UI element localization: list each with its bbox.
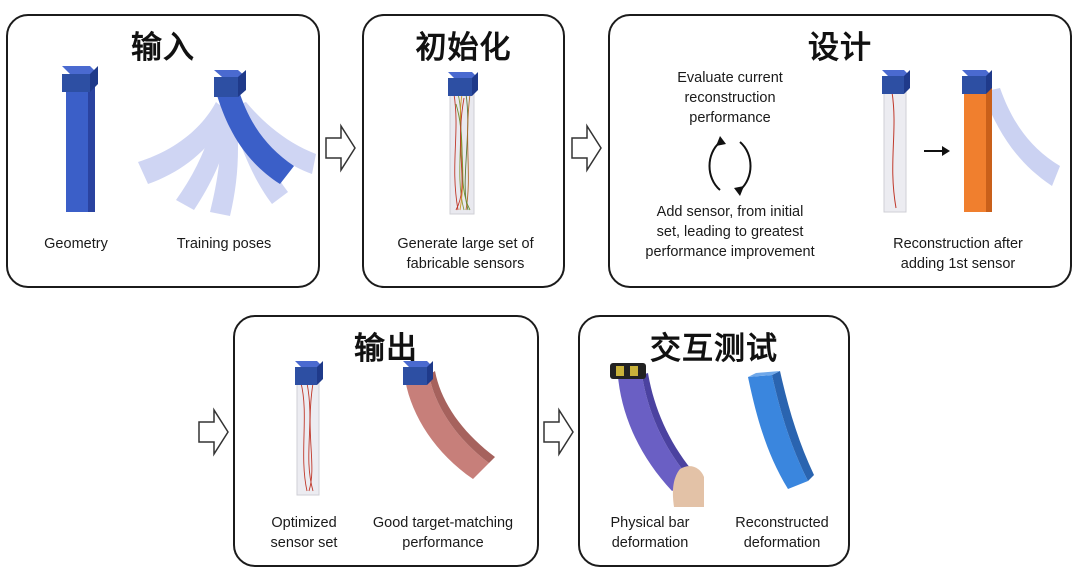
single-sensor-bar-illustration [882, 70, 910, 213]
caption-add-line2: set, leading to greatest [656, 224, 804, 240]
training-poses-illustration [138, 70, 316, 216]
geometry-bar-illustration [62, 66, 98, 212]
panel-title-init: 初始化 [415, 30, 512, 66]
caption-evaluate-line3: performance [689, 110, 771, 126]
caption-add-line1: Add sensor, from initial [656, 204, 804, 220]
caption-training-poses: Training poses [176, 236, 272, 252]
panel-output: 输出 Optimized sensor set Good target-matc… [233, 315, 539, 567]
panel-title-design: 设计 [808, 30, 872, 66]
sensor-bundle-illustration [448, 72, 478, 215]
caption-recon-line2: adding 1st sensor [900, 256, 1016, 272]
caption-reconstructed-line2: deformation [743, 535, 821, 551]
reconstruction-bars-illustration [962, 70, 1060, 212]
caption-evaluate-line2: reconstruction [684, 90, 776, 106]
panel-title-input: 输入 [131, 30, 195, 66]
caption-generate-line1: Generate large set of [397, 236, 534, 252]
target-matching-bend-illustration [403, 361, 495, 479]
reconstructed-bar-illustration [748, 371, 814, 489]
caption-optimized-line2: sensor set [270, 535, 338, 551]
panel-title-test: 交互测试 [650, 331, 778, 367]
hollow-right-arrow-icon [571, 123, 602, 173]
caption-recon-line1: Reconstruction after [893, 236, 1023, 252]
caption-reconstructed-line1: Reconstructed [735, 515, 829, 531]
caption-generate-line2: fabricable sensors [406, 256, 525, 272]
caption-good-line2: performance [402, 535, 484, 551]
cycle-arrow-icon [708, 136, 752, 196]
caption-good-line1: Good target-matching [372, 515, 514, 531]
caption-geometry: Geometry [44, 236, 108, 252]
hollow-right-arrow-icon [325, 123, 356, 173]
hollow-right-arrow-icon [198, 407, 229, 457]
physical-bar-illustration [610, 363, 704, 507]
caption-optimized-line1: Optimized [271, 515, 337, 531]
black-right-arrow-icon [924, 146, 950, 156]
panel-design: 设计 Evaluate current reconstruction perfo… [608, 14, 1072, 288]
caption-add-line3: performance improvement [645, 244, 815, 260]
hollow-right-arrow-icon [543, 407, 574, 457]
panel-input: 输入 Geometry Training poses [6, 14, 320, 288]
optimized-sensor-bar-illustration [295, 361, 323, 496]
panel-test: 交互测试 Physical bar deformation Reconstruc… [578, 315, 850, 567]
panel-init: 初始化 Generate large set of fabricable sen… [362, 14, 565, 288]
caption-physical-line1: Physical bar [610, 515, 690, 531]
caption-evaluate-line1: Evaluate current [677, 70, 783, 86]
caption-physical-line2: deformation [611, 535, 689, 551]
